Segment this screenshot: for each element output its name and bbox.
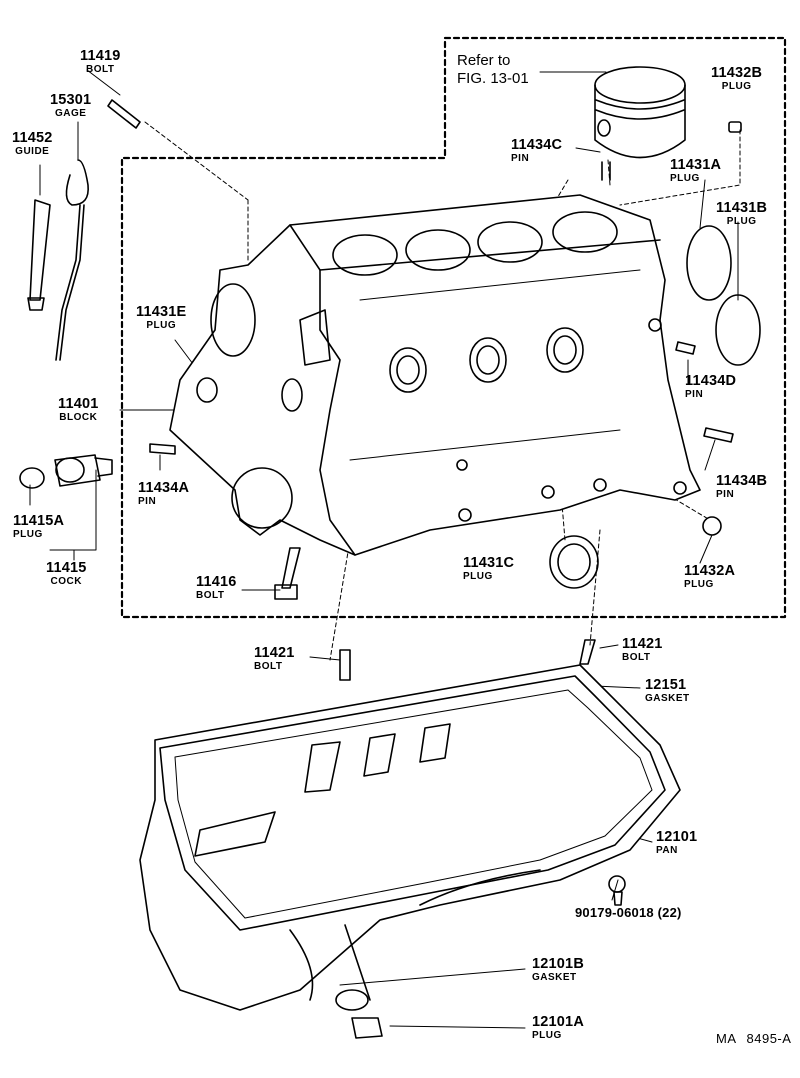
part-number: 12101 xyxy=(656,829,698,845)
part-number: 11434A xyxy=(138,480,190,496)
part-number: 11431E xyxy=(136,304,187,320)
part-number: 11452 xyxy=(12,130,53,146)
part-number: 11432B xyxy=(711,65,763,81)
part-name: PLUG xyxy=(670,172,700,184)
part-number: 11419 xyxy=(80,48,121,64)
engine-block xyxy=(169,194,701,556)
part-label-11434A: 11434A PIN xyxy=(138,481,189,507)
part-name: GUIDE xyxy=(15,145,50,157)
part-label-12101A: 12101A PLUG xyxy=(532,1015,584,1041)
part-label-11421-right: 11421 BOLT xyxy=(622,637,663,663)
part-name: BOLT xyxy=(622,651,651,663)
part-label-11415A: 11415A PLUG xyxy=(13,514,64,540)
part-number: 11434B xyxy=(716,473,768,489)
part-label-11419: 11419 BOLT xyxy=(80,49,121,75)
piston-reference-note: Refer to FIG. 13-01 xyxy=(457,52,529,88)
part-name: BOLT xyxy=(254,660,283,672)
part-number: 12101B xyxy=(532,956,584,972)
dipstick-and-guide xyxy=(27,99,141,361)
part-label-15301: 15301 GAGE xyxy=(50,93,91,119)
part-name: PLUG xyxy=(463,570,493,582)
part-number: 11415 xyxy=(46,560,87,576)
part-label-11432B: 11432B PLUG xyxy=(711,66,762,92)
part-label-11431E: 11431E PLUG xyxy=(136,305,186,331)
part-label-11421-left: 11421 BOLT xyxy=(254,646,295,672)
part-label-11452: 11452 GUIDE xyxy=(12,131,53,157)
block-group-boundary xyxy=(120,36,787,619)
part-label-90179-06018: 90179-06018 (22) xyxy=(575,906,682,919)
part-name: BLOCK xyxy=(59,411,98,423)
diagram-code-number: 8495-A xyxy=(746,1031,792,1046)
part-name: COCK xyxy=(50,575,82,587)
part-number: 11416 xyxy=(196,574,237,590)
part-number: 11421 xyxy=(622,636,663,652)
part-label-11416: 11416 BOLT xyxy=(196,575,237,601)
part-number: 11431A xyxy=(670,157,722,173)
part-number: 11415A xyxy=(13,513,65,529)
part-label-12101: 12101 PAN xyxy=(656,830,697,856)
part-number: 11434C xyxy=(511,137,563,153)
part-name: PIN xyxy=(685,388,704,400)
part-number: 11431C xyxy=(463,555,515,571)
part-name: PLUG xyxy=(684,578,714,590)
part-label-12101B: 12101B GASKET xyxy=(532,957,584,983)
part-number: 11434D xyxy=(685,373,737,389)
part-name: PLUG xyxy=(726,215,757,227)
part-number: 11432A xyxy=(684,563,736,579)
part-number: 11401 xyxy=(58,396,99,412)
part-name: GASKET xyxy=(645,692,690,704)
part-number: 11431B xyxy=(716,200,768,216)
part-label-12151: 12151 GASKET xyxy=(645,678,690,704)
part-label-11434C: 11434C PIN xyxy=(511,138,562,164)
part-number: 90179-06018 (22) xyxy=(575,905,682,920)
part-name: PIN xyxy=(138,495,157,507)
part-name: BOLT xyxy=(196,589,225,601)
piston xyxy=(594,66,686,159)
drain-cock xyxy=(19,454,113,489)
part-name: BOLT xyxy=(86,63,115,75)
part-number: 11421 xyxy=(254,645,295,661)
reference-line-2: FIG. 13-01 xyxy=(457,70,529,87)
part-number: 15301 xyxy=(50,92,92,108)
part-name: GAGE xyxy=(54,107,87,119)
diagram-code: MA 8495-A xyxy=(716,1031,791,1046)
part-name: PIN xyxy=(511,152,530,164)
part-label-11431A: 11431A PLUG xyxy=(670,158,721,184)
oil-pan xyxy=(139,664,681,1039)
part-number: 12151 xyxy=(645,677,687,693)
part-label-11431C: 11431C PLUG xyxy=(463,556,514,582)
part-label-11434D: 11434D PIN xyxy=(685,374,736,400)
part-number: 12101A xyxy=(532,1014,584,1030)
block-plugs-and-pins xyxy=(149,121,761,681)
part-name: PLUG xyxy=(13,528,43,540)
part-name: PLUG xyxy=(721,80,752,92)
part-name: PAN xyxy=(656,844,678,856)
part-label-11401: 11401 BLOCK xyxy=(58,397,99,423)
part-name: GASKET xyxy=(532,971,577,983)
part-label-11434B: 11434B PIN xyxy=(716,474,767,500)
part-label-11431B: 11431B PLUG xyxy=(716,201,767,227)
part-name: PIN xyxy=(716,488,735,500)
diagram-code-prefix: MA xyxy=(716,1031,737,1046)
part-name: PLUG xyxy=(532,1029,562,1041)
part-label-11432A: 11432A PLUG xyxy=(684,564,735,590)
reference-line-1: Refer to xyxy=(457,52,511,69)
part-label-11415: 11415 COCK xyxy=(46,561,87,587)
part-name: PLUG xyxy=(146,319,177,331)
